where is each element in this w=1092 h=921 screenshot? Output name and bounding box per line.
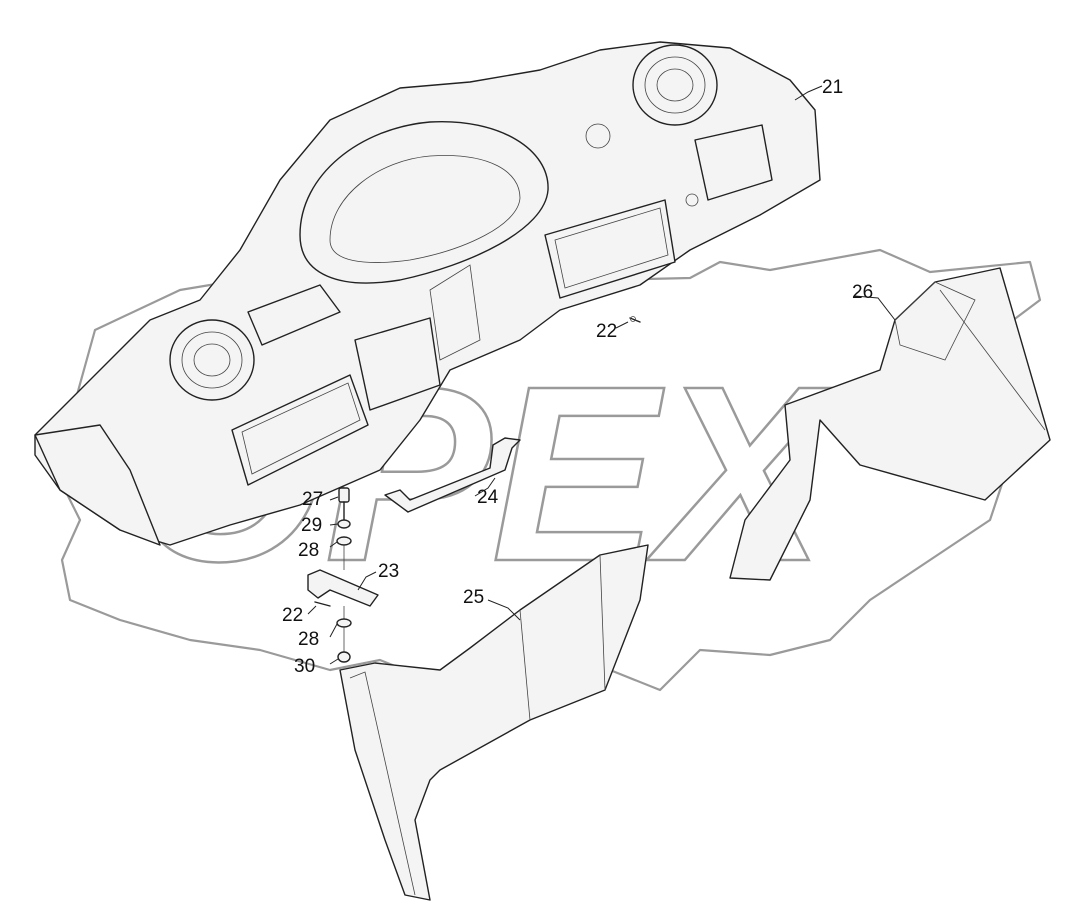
lower-side-panel	[339, 544, 649, 901]
callout-23: 23	[378, 561, 399, 582]
dashboard-panel	[34, 41, 821, 546]
fastener-stack	[307, 487, 379, 663]
callout-28-upper: 28	[298, 540, 319, 561]
callout-25: 25	[463, 587, 484, 608]
callout-22-lower: 22	[282, 605, 303, 626]
screw-upper	[629, 316, 641, 323]
right-side-panel	[729, 267, 1051, 581]
callout-26: 26	[852, 282, 873, 303]
callout-29: 29	[301, 515, 322, 536]
callouts: 21 22 22 23 24 25 26 27 28 28 29 30	[282, 77, 873, 677]
callout-27: 27	[302, 489, 323, 510]
bracket-24	[384, 437, 521, 513]
callout-24: 24	[477, 487, 499, 508]
callout-22-upper: 22	[596, 321, 617, 342]
callout-28-lower: 28	[298, 629, 319, 650]
callout-30: 30	[294, 656, 315, 677]
leader-lines	[307, 85, 896, 665]
callout-21: 21	[822, 77, 843, 98]
